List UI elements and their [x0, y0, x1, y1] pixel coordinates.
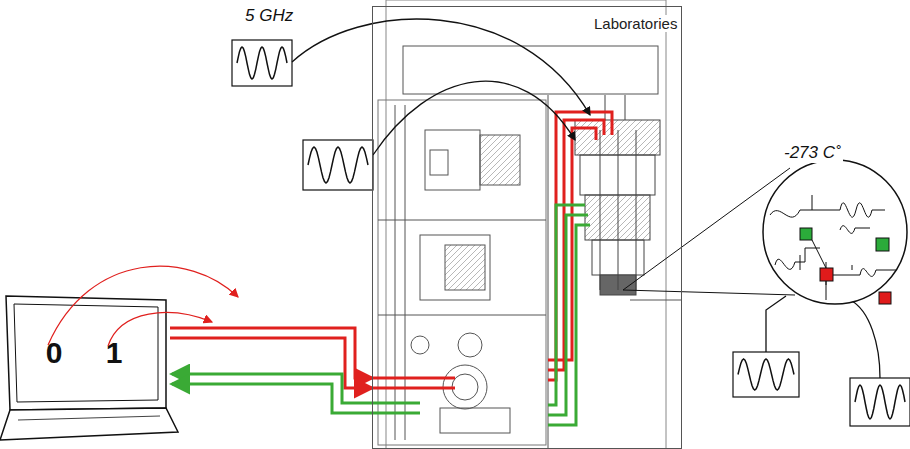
- laptop-screen: 01: [14, 306, 158, 400]
- dilution-refrigerator: [575, 95, 660, 295]
- signal-boxes: [232, 40, 910, 426]
- bit-arrows: [48, 266, 238, 346]
- temperature-label: -273 C˚: [782, 143, 843, 163]
- sine-wave: [237, 47, 287, 79]
- cabinet-interior: [378, 0, 682, 449]
- cabinet-title: Laboratories: [591, 15, 680, 32]
- bit-value: 1: [106, 336, 123, 370]
- zoom-callout: [623, 160, 907, 304]
- readout-line: [172, 384, 372, 413]
- coax-lines: [372, 112, 612, 425]
- sine-wave: [738, 359, 794, 390]
- sine-wave: [855, 385, 905, 419]
- cryostat-cabinet: Laboratories: [372, 6, 682, 449]
- control-line: [170, 328, 372, 378]
- bit-value: 0: [46, 336, 63, 370]
- sine-wave: [308, 147, 368, 183]
- laptop: [0, 296, 178, 440]
- readout-line: [172, 374, 372, 403]
- frequency-label: 5 GHz: [243, 6, 295, 26]
